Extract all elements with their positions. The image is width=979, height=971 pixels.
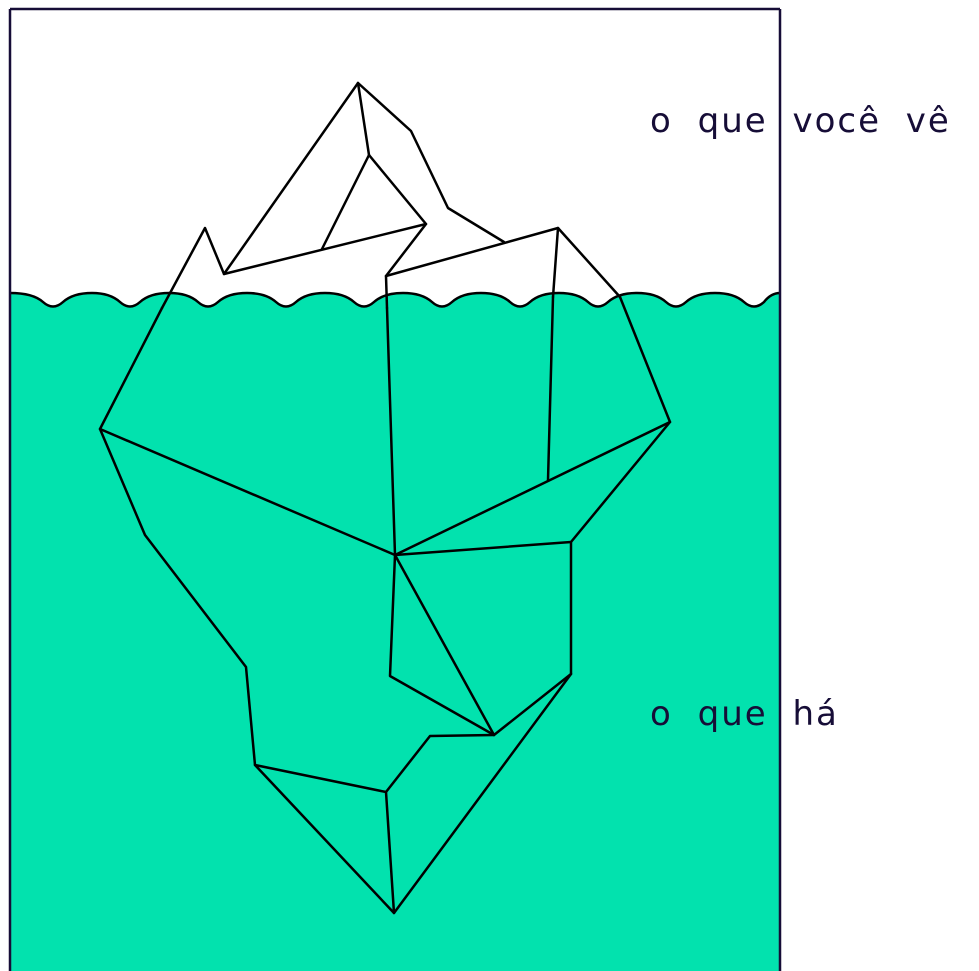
caption-below-water: o que há xyxy=(650,697,839,731)
water-body xyxy=(10,293,780,971)
caption-above-water: o que você vê xyxy=(650,104,951,138)
iceberg-tip xyxy=(162,83,620,308)
